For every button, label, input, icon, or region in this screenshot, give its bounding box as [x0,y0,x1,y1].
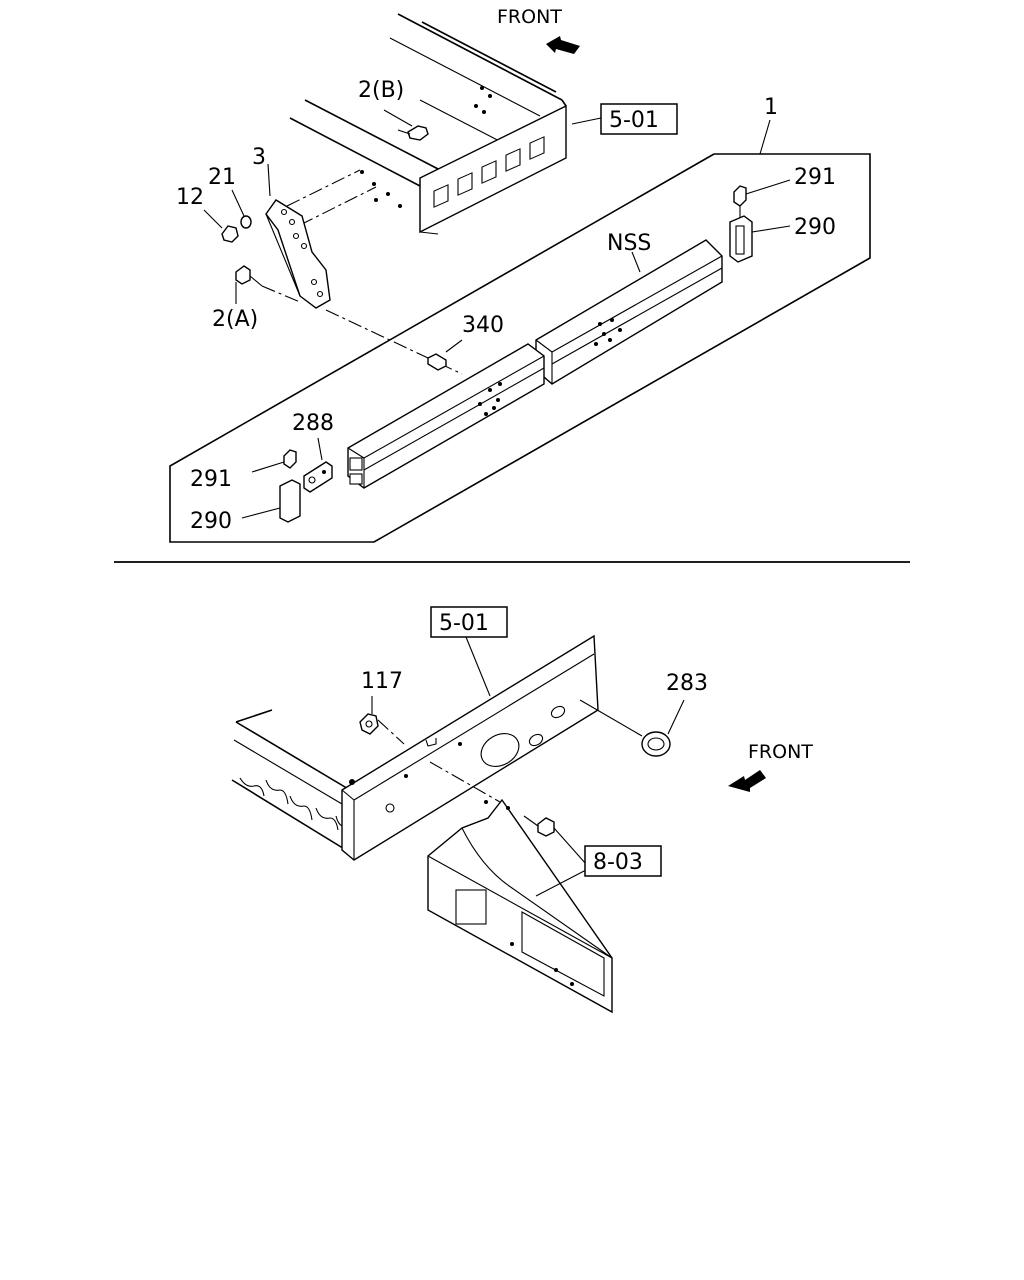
lower-assembly: 5-01 [231,606,813,1014]
ref-box-5-01-bottom: 5-01 [430,606,508,697]
svg-text:8-03: 8-03 [593,850,643,875]
upper-assembly: FRONT [169,6,871,543]
front-label-bottom: FRONT [748,741,813,763]
svg-text:5-01: 5-01 [609,108,659,133]
crossmember [427,761,613,1014]
bracket-3 [265,163,331,309]
label-290-left: 290 [190,509,232,534]
label-12: 12 [176,185,204,210]
gasket-283 [579,699,685,757]
front-arrow-icon [546,36,580,54]
label-2b: 2(B) [358,78,404,103]
svg-text:5-01: 5-01 [439,611,489,636]
nut-12 [203,209,239,243]
label-283: 283 [666,671,708,696]
clip-291-left [251,449,297,473]
label-nss: NSS [607,231,651,256]
label-291-left: 291 [190,467,232,492]
nut-117 [359,696,379,735]
cap-290-right [729,215,791,263]
label-1: 1 [764,95,778,120]
side-step-beam [347,239,723,489]
label-21: 21 [208,165,236,190]
bracket-288 [303,437,333,493]
bolt-2b [383,109,429,141]
bolt-8-03 [523,815,587,897]
ref-box-8-03: 8-03 [584,845,662,877]
bolt-2a [235,265,301,304]
label-291-right: 291 [794,165,836,190]
label-2a: 2(A) [212,307,258,332]
label-340: 340 [462,313,504,338]
frame-rail [231,634,599,861]
label-117: 117 [361,669,403,694]
pin-340 [427,339,463,371]
ref-box-5-01-top: 5-01 [571,103,678,135]
label-290-right: 290 [794,215,836,240]
front-arrow-icon [728,770,766,792]
item-1-outline [169,153,871,543]
washer-21 [231,189,252,229]
label-3: 3 [252,145,266,170]
leader-1 [759,119,771,155]
front-label-top: FRONT [497,6,562,28]
clip-291-right [733,179,791,218]
cap-290-left [241,479,301,523]
label-288: 288 [292,411,334,436]
frame-upper [286,13,567,235]
